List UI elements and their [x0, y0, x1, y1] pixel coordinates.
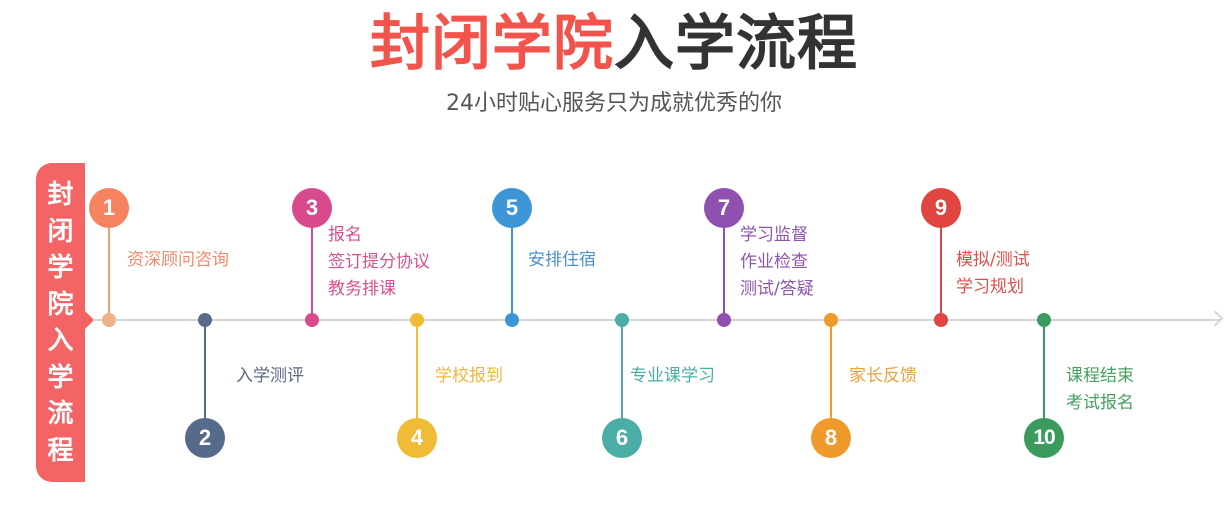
step-label-line: 学习监督	[740, 225, 808, 245]
step-label-line: 安排住宿	[528, 250, 596, 270]
step-label: 专业课学习	[630, 363, 715, 390]
step-label: 学校报到	[435, 363, 503, 390]
step-label: 家长反馈	[849, 363, 917, 390]
step-label: 模拟/测试 学习规划	[956, 247, 1030, 301]
step-stem	[311, 224, 313, 320]
step-number-circle: 5	[492, 188, 532, 228]
step-dot	[305, 313, 319, 327]
step-label: 报名 签订提分协议 教务排课	[328, 222, 430, 303]
step-stem	[723, 224, 725, 320]
step-stem	[621, 320, 623, 422]
step-number-circle: 2	[185, 418, 225, 458]
step-label: 课程结束 考试报名	[1066, 363, 1134, 417]
side-banner-text: 封 闭 学 院 入 学 流 程	[36, 177, 85, 469]
step-label-line: 签订提分协议	[328, 252, 430, 272]
step-number-circle: 4	[397, 418, 437, 458]
step-number-circle: 7	[704, 188, 744, 228]
page-title: 封闭学院入学流程	[0, 6, 1228, 82]
step-dot	[717, 313, 731, 327]
step-dot	[198, 313, 212, 327]
step-label-line: 学习规划	[956, 277, 1024, 297]
step-number-circle: 1	[89, 188, 129, 228]
step-label-line: 考试报名	[1066, 393, 1134, 413]
step-number-circle: 9	[921, 188, 961, 228]
step-number-circle: 8	[811, 418, 851, 458]
step-label-line: 课程结束	[1066, 366, 1134, 386]
side-char: 闭	[47, 216, 74, 247]
step-stem	[204, 320, 206, 422]
step-dot	[615, 313, 629, 327]
step-label-line: 资深顾问咨询	[127, 250, 229, 270]
side-char: 封	[47, 180, 74, 210]
side-char: 流	[47, 399, 74, 429]
title-rest: 入学流程	[614, 9, 858, 79]
step-label-line: 模拟/测试	[956, 250, 1030, 270]
side-char: 程	[47, 435, 74, 466]
step-label-line: 教务排课	[328, 279, 396, 299]
side-banner-pointer	[85, 311, 94, 329]
step-label: 学习监督 作业检查 测试/答疑	[740, 222, 814, 303]
step-dot	[505, 313, 519, 327]
step-label: 入学测评	[236, 363, 304, 390]
step-stem	[511, 224, 513, 320]
step-stem	[416, 320, 418, 422]
side-char: 院	[47, 289, 74, 320]
step-stem	[830, 320, 832, 422]
step-label-line: 家长反馈	[849, 366, 917, 386]
step-dot	[410, 313, 424, 327]
side-banner: 封 闭 学 院 入 学 流 程	[36, 163, 85, 482]
arrow-right-icon	[1207, 310, 1224, 327]
step-dot	[824, 313, 838, 327]
step-label-line: 入学测评	[236, 366, 304, 386]
step-dot	[934, 313, 948, 327]
step-label-line: 作业检查	[740, 252, 808, 272]
side-char: 学	[47, 362, 74, 393]
step-label-line: 报名	[328, 225, 362, 245]
step-dot	[1037, 313, 1051, 327]
timeline-axis	[94, 319, 1220, 321]
step-label-line: 测试/答疑	[740, 279, 814, 299]
step-label: 安排住宿	[528, 247, 596, 274]
step-stem	[1043, 320, 1045, 422]
step-label: 资深顾问咨询	[127, 247, 229, 274]
side-char: 入	[47, 326, 74, 356]
title-highlight: 封闭学院	[370, 9, 614, 79]
step-label-line: 学校报到	[435, 366, 503, 386]
side-char: 学	[47, 253, 74, 283]
step-dot	[102, 313, 116, 327]
step-number-circle: 3	[292, 188, 332, 228]
step-stem	[940, 224, 942, 320]
step-stem	[108, 224, 110, 320]
step-label-line: 专业课学习	[630, 366, 715, 386]
step-number-circle: 10	[1024, 418, 1064, 458]
step-number-circle: 6	[602, 418, 642, 458]
page-subtitle: 24小时贴心服务只为成就优秀的你	[446, 91, 782, 116]
